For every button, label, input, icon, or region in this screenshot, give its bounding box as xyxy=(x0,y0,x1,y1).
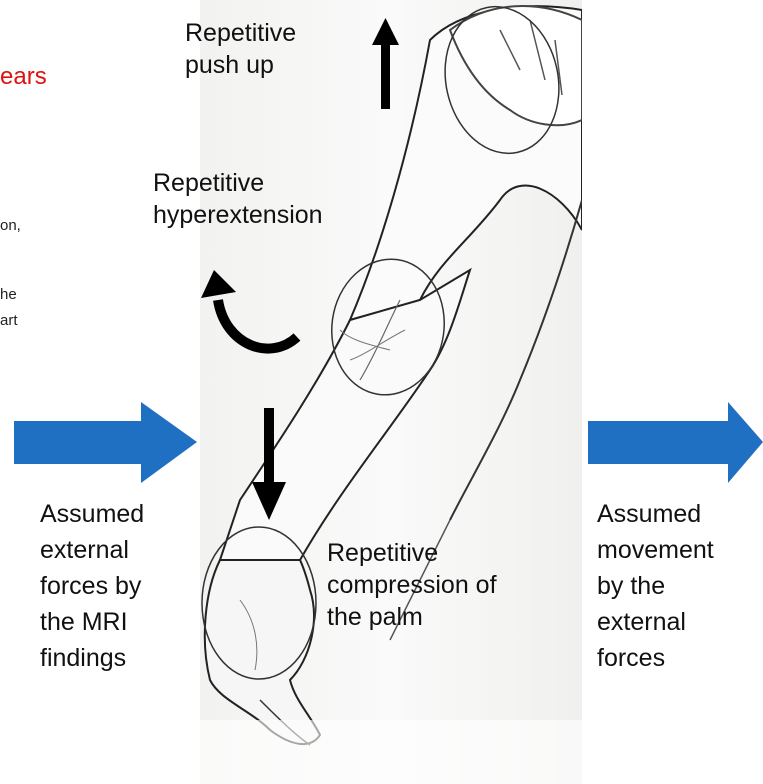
shoulder-region-marker xyxy=(432,0,572,164)
external-forces-line-3: forces by xyxy=(40,568,144,604)
movement-line-5: forces xyxy=(597,640,714,676)
compression-line-1: Repetitive xyxy=(327,537,497,569)
push-up-line-1: Repetitive xyxy=(185,17,296,49)
movement-line-3: by the xyxy=(597,568,714,604)
push-up-arrow-icon xyxy=(372,18,399,109)
push-up-label: Repetitive push up xyxy=(185,17,296,81)
movement-line-4: external xyxy=(597,604,714,640)
compression-arrow-icon xyxy=(252,408,286,520)
elbow-region-marker xyxy=(323,252,453,402)
external-forces-line-4: the MRI xyxy=(40,604,144,640)
movement-line-2: movement xyxy=(597,532,714,568)
push-up-line-2: push up xyxy=(185,49,296,81)
movement-label: Assumed movement by the external forces xyxy=(597,496,714,676)
compression-line-3: the palm xyxy=(327,601,497,633)
hyperextension-line-1: Repetitive xyxy=(153,167,323,199)
movement-line-1: Assumed xyxy=(597,496,714,532)
palm-region-marker xyxy=(202,527,316,679)
hyperextension-arrow-icon xyxy=(201,270,297,349)
hyperextension-line-2: hyperextension xyxy=(153,199,323,231)
compression-line-2: compression of xyxy=(327,569,497,601)
compression-label: Repetitive compression of the palm xyxy=(327,537,497,633)
external-forces-line-2: external xyxy=(40,532,144,568)
external-forces-line-5: findings xyxy=(40,640,144,676)
external-forces-right-arrow-icon xyxy=(14,402,197,483)
external-forces-line-1: Assumed xyxy=(40,496,144,532)
movement-right-arrow-icon xyxy=(588,402,763,483)
external-forces-label: Assumed external forces by the MRI findi… xyxy=(40,496,144,676)
hyperextension-label: Repetitive hyperextension xyxy=(153,167,323,231)
